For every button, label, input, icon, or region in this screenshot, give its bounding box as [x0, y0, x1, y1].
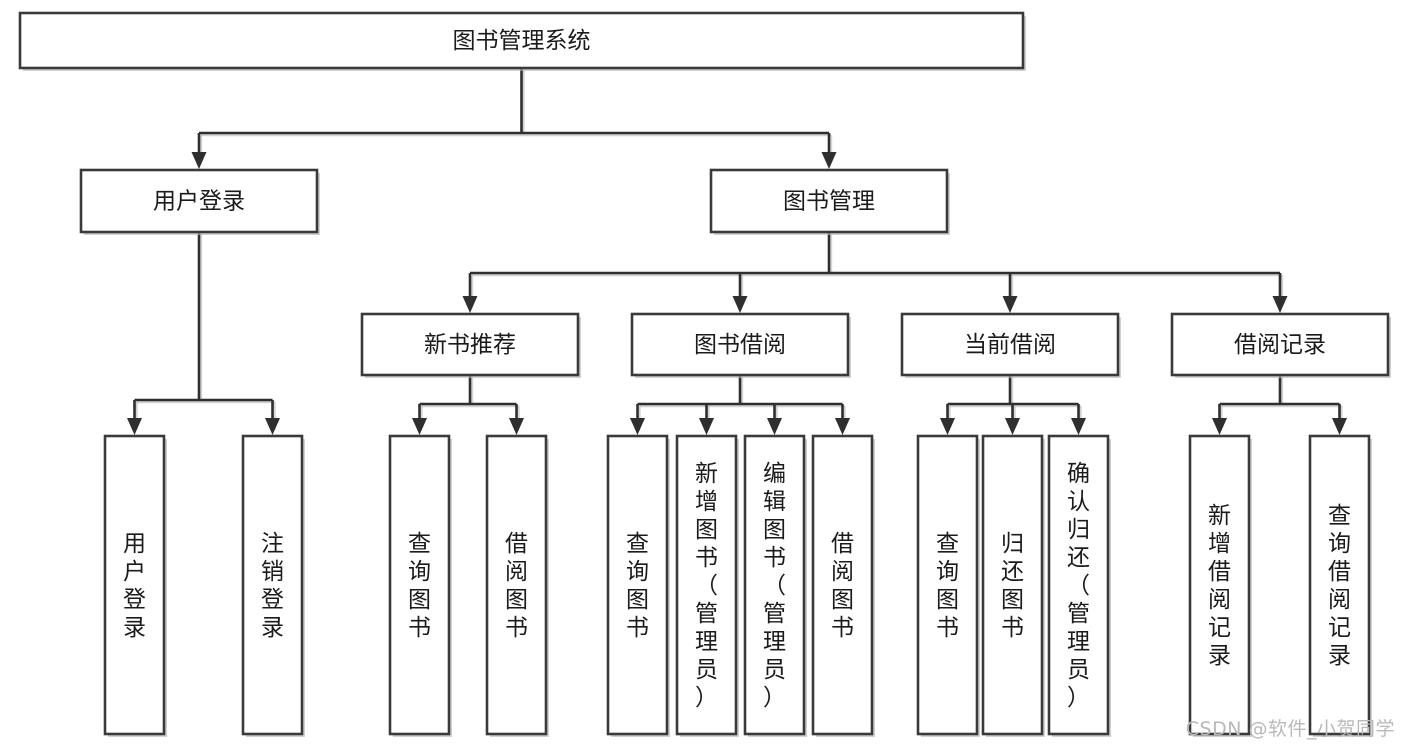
- arrow-head-icon: [265, 418, 280, 435]
- node-box[interactable]: [1188, 434, 1251, 736]
- node-leaf-borrow-book-rec[interactable]: 借阅图书: [485, 434, 549, 737]
- node-box[interactable]: [103, 434, 166, 736]
- node-current-borrow[interactable]: 当前借阅: [900, 312, 1121, 378]
- edges-layer: [127, 68, 1347, 435]
- node-box[interactable]: [811, 434, 874, 736]
- node-label: 图书管理: [783, 189, 875, 215]
- node-label: 当前借阅: [964, 332, 1056, 358]
- arrow-head-icon: [509, 418, 524, 435]
- node-box[interactable]: [79, 168, 319, 234]
- node-label: 图书管理系统: [453, 28, 591, 54]
- arrow-head-icon: [462, 296, 478, 313]
- node-box[interactable]: [606, 434, 669, 736]
- edge-group-user-login: [127, 232, 280, 435]
- node-leaf-query-record[interactable]: 查询借阅记录: [1308, 434, 1372, 737]
- arrow-head-icon: [412, 418, 427, 435]
- arrow-head-icon: [1272, 296, 1288, 313]
- node-label: 确认归还（管理员）: [1067, 461, 1090, 711]
- node-root[interactable]: 图书管理系统: [18, 11, 1026, 71]
- node-box[interactable]: [981, 434, 1044, 736]
- node-label: 用户登录: [123, 531, 146, 641]
- node-leaf-borrow-book[interactable]: 借阅图书: [811, 434, 875, 737]
- arrow-head-icon: [940, 418, 955, 435]
- arrow-head-icon: [767, 418, 782, 435]
- arrow-head-icon: [699, 418, 714, 435]
- node-label: 查询图书: [936, 531, 959, 641]
- arrow-head-icon: [1002, 296, 1018, 313]
- node-leaf-query-book-borrow[interactable]: 查询图书: [606, 434, 670, 737]
- edge-group-current-borrow: [940, 375, 1086, 435]
- node-box[interactable]: [900, 312, 1120, 377]
- node-box[interactable]: [241, 434, 304, 736]
- node-label: 借阅记录: [1234, 332, 1326, 358]
- node-label: 新增图书（管理员）: [695, 461, 718, 711]
- node-box[interactable]: [916, 434, 979, 736]
- arrow-head-icon: [1332, 418, 1347, 435]
- node-box[interactable]: [388, 434, 451, 736]
- node-leaf-logout[interactable]: 注销登录: [241, 434, 305, 737]
- node-leaf-confirm-return[interactable]: 确认归还（管理员）: [1047, 434, 1111, 737]
- node-leaf-edit-book[interactable]: 编辑图书（管理员）: [743, 434, 807, 737]
- csdn-watermark: CSDN @软件_小贺同学: [1185, 718, 1395, 740]
- node-new-book-rec[interactable]: 新书推荐: [360, 312, 581, 378]
- node-box[interactable]: [485, 434, 548, 736]
- node-label: 新增借阅记录: [1208, 503, 1231, 669]
- node-label: 归还图书: [1001, 531, 1024, 641]
- node-borrow-record[interactable]: 借阅记录: [1170, 312, 1391, 378]
- node-label: 编辑图书（管理员）: [763, 461, 786, 711]
- node-box[interactable]: [360, 312, 580, 377]
- arrow-head-icon: [127, 418, 142, 435]
- node-box[interactable]: [709, 168, 949, 234]
- arrow-head-icon: [732, 296, 748, 313]
- edge-group-borrow-record: [1212, 375, 1347, 435]
- nodes-layer: 图书管理系统用户登录图书管理新书推荐图书借阅当前借阅借阅记录用户登录注销登录查询…: [18, 11, 1391, 737]
- node-label: 查询图书: [626, 531, 649, 641]
- node-box[interactable]: [630, 312, 850, 377]
- node-label: 用户登录: [153, 189, 245, 215]
- node-label: 新书推荐: [424, 332, 516, 358]
- node-box[interactable]: [675, 434, 738, 736]
- node-book-borrow[interactable]: 图书借阅: [630, 312, 851, 378]
- node-leaf-add-book[interactable]: 新增图书（管理员）: [675, 434, 739, 737]
- node-box[interactable]: [1308, 434, 1371, 736]
- node-label: 图书借阅: [694, 332, 786, 358]
- arrow-head-icon: [1212, 418, 1227, 435]
- node-label: 注销登录: [261, 531, 284, 641]
- edge-group-book-manage: [462, 232, 1288, 313]
- node-box[interactable]: [1170, 312, 1390, 377]
- arrow-head-icon: [1005, 418, 1020, 435]
- node-leaf-user-login[interactable]: 用户登录: [103, 434, 167, 737]
- node-label: 查询图书: [408, 531, 431, 641]
- arrow-head-icon: [191, 152, 207, 169]
- node-box[interactable]: [1047, 434, 1110, 736]
- arrow-head-icon: [1071, 418, 1086, 435]
- arrow-head-icon: [821, 152, 837, 169]
- node-leaf-return-book[interactable]: 归还图书: [981, 434, 1045, 737]
- node-user-login[interactable]: 用户登录: [79, 168, 320, 235]
- node-box[interactable]: [743, 434, 806, 736]
- node-label: 借阅图书: [505, 531, 528, 641]
- node-leaf-query-book-cur[interactable]: 查询图书: [916, 434, 980, 737]
- node-book-manage[interactable]: 图书管理: [709, 168, 950, 235]
- edge-group-new-book-rec: [412, 375, 524, 435]
- node-leaf-add-record[interactable]: 新增借阅记录: [1188, 434, 1252, 737]
- node-leaf-query-book-rec[interactable]: 查询图书: [388, 434, 452, 737]
- edge-group-book-borrow: [630, 375, 850, 435]
- node-label: 查询借阅记录: [1328, 503, 1351, 669]
- node-label: 借阅图书: [831, 531, 854, 641]
- arrow-head-icon: [835, 418, 850, 435]
- arrow-head-icon: [630, 418, 645, 435]
- edge-group-root: [191, 68, 837, 169]
- node-box[interactable]: [18, 11, 1025, 70]
